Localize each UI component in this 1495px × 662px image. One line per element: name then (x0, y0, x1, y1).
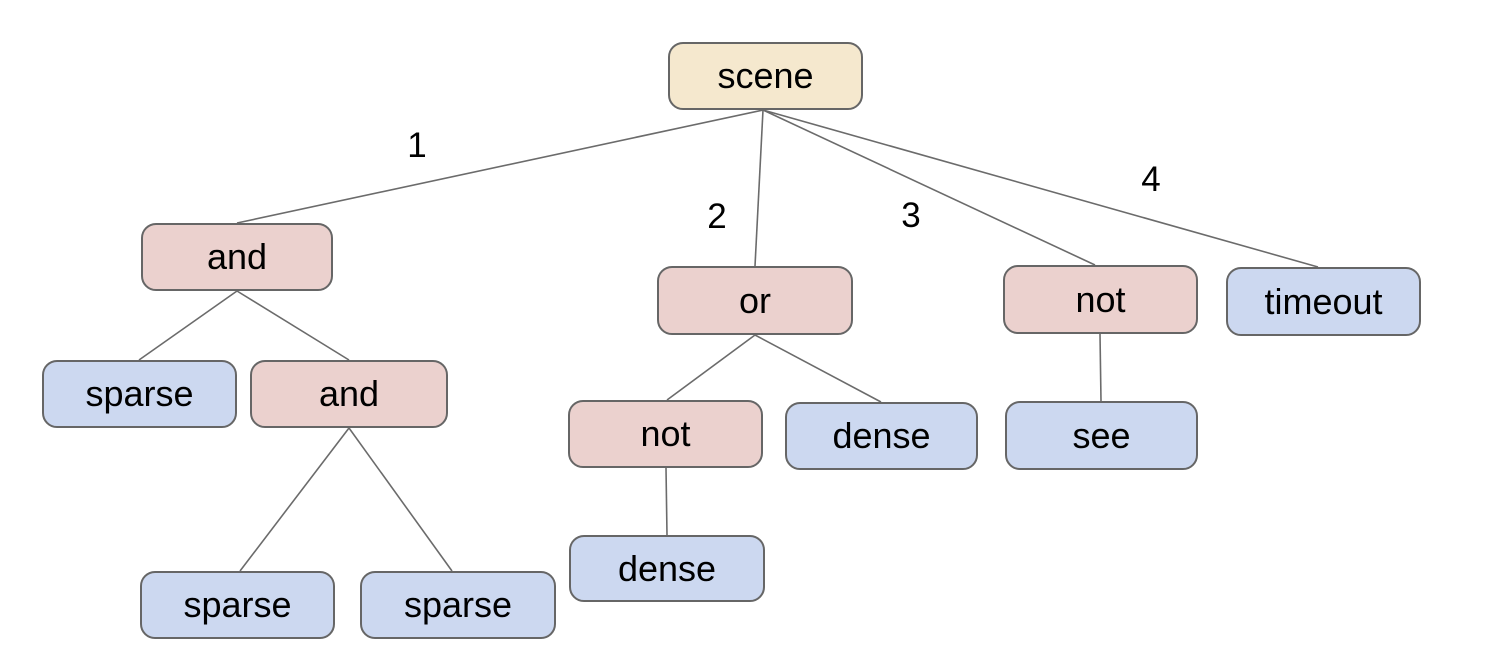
node-see: see (1005, 401, 1198, 470)
node-dense-2: dense (569, 535, 765, 602)
edge-not2-dense (665, 467, 668, 536)
edge-and-sparse (138, 290, 238, 361)
edge-label-1: 1 (407, 126, 427, 165)
edge-label-4: 4 (1141, 160, 1161, 199)
node-not-2: not (568, 400, 763, 468)
edge-or-dense (754, 334, 882, 403)
node-timeout: timeout (1226, 267, 1421, 336)
edge-and2-sparse2 (348, 427, 453, 572)
edge-scene-and (236, 109, 764, 224)
edge-scene-or (754, 109, 764, 267)
node-not: not (1003, 265, 1198, 334)
edge-and2-sparse (239, 427, 350, 572)
edge-label-3: 3 (901, 196, 921, 235)
edge-scene-not (762, 109, 1096, 266)
node-or: or (657, 266, 853, 335)
node-scene: scene (668, 42, 863, 110)
node-and: and (141, 223, 333, 291)
edge-label-2: 2 (707, 197, 727, 236)
node-sparse-1: sparse (42, 360, 237, 428)
edge-not-see (1099, 333, 1102, 402)
node-sparse-3: sparse (360, 571, 556, 639)
edge-and-and (236, 290, 350, 361)
node-and-2: and (250, 360, 448, 428)
node-dense-1: dense (785, 402, 978, 470)
edge-scene-timeout (762, 109, 1319, 268)
edge-or-not (666, 334, 756, 401)
node-sparse-2: sparse (140, 571, 335, 639)
